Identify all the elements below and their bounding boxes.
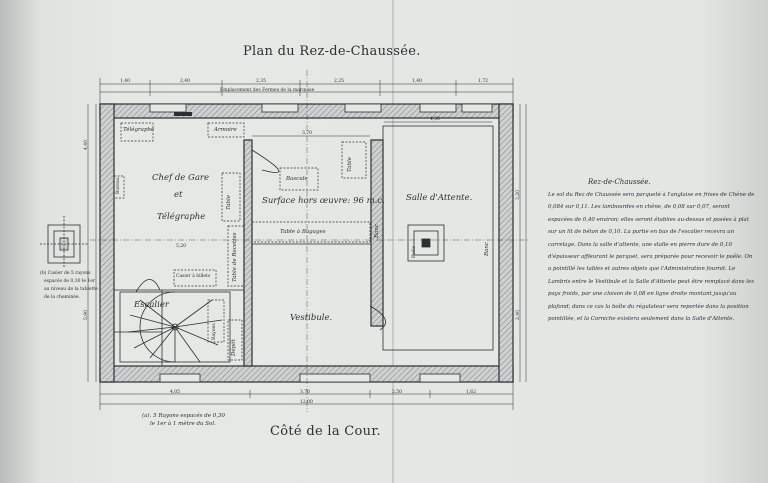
label-armoire: Armoire	[214, 127, 237, 133]
plan-title: Plan du Rez-de-Chaussée.	[243, 44, 421, 59]
dim-bot-total: 12,00	[300, 400, 313, 405]
interior-lines	[113, 117, 500, 367]
room-salle-attente: Salle d'Attente.	[406, 193, 473, 203]
dim-inner-2: 4,30	[430, 117, 441, 122]
room-chef-line1: Chef de Gare	[152, 173, 209, 183]
room-chef-line3: Télégraphe	[157, 212, 206, 222]
detail-b-cabinet	[40, 216, 88, 268]
note-b-line1: (b) Casier de 5 rayons	[40, 271, 91, 276]
chimney-mark	[174, 112, 192, 116]
dim-bot-2: 3,70	[300, 390, 311, 395]
dim-side-1: 4,40	[84, 139, 89, 150]
label-casier-billets: Casier à billets	[176, 274, 211, 279]
dim-side-3: 3,20	[516, 189, 521, 200]
paper-fold	[392, 0, 394, 483]
stove-platform	[407, 224, 445, 262]
footer-title: Côté de la Cour.	[270, 424, 381, 439]
label-poele: Poële	[412, 245, 417, 258]
label-table: Table	[226, 194, 232, 210]
note-a-line1: (a). 5 Rayons espacés de 0,30	[142, 413, 225, 419]
surface-label: Surface hors œuvre: 96 m.c.	[262, 196, 385, 206]
furniture	[113, 122, 371, 361]
dim-side-2: 5,90	[84, 309, 89, 320]
wall-partition-office	[243, 139, 253, 367]
label-table-recettes: Table de Recettes	[232, 232, 238, 282]
room-chef-line2: et	[174, 190, 183, 200]
label-fermes: Emplacement des Fermes de la marquise	[220, 88, 315, 93]
dim-top-5: 1,40	[412, 79, 423, 84]
dim-inner-1: 3,70	[302, 131, 313, 136]
dim-side-4: 2,40	[516, 309, 521, 320]
window-openings	[149, 103, 493, 383]
description-body: Le sol du Rez de Chaussée sera parqueté …	[548, 192, 755, 323]
label-bureau: Bureau	[116, 177, 121, 194]
outer-walls	[99, 103, 514, 383]
label-depot: Dépôt	[231, 339, 237, 356]
note-b-line3: au niveau de la tablette	[44, 287, 98, 292]
label-table-bagages: Table à Bagages	[280, 229, 326, 235]
label-banc-1: Banc	[374, 224, 380, 238]
note-b-line4: de la cheminée.	[44, 295, 80, 300]
room-vestibule: Vestibule.	[290, 313, 333, 323]
note-b-line2: espacés de 0,30 le 1er	[44, 279, 96, 284]
dim-bot-3: 2,50	[392, 390, 403, 395]
dim-top-1: 1,40	[120, 79, 131, 84]
dim-top-6: 1,72	[478, 79, 489, 84]
dim-bot-1: 4,05	[170, 390, 181, 395]
note-a-line2: le 1er à 1 mètre du Sol.	[150, 421, 216, 427]
dim-top-4: 2,25	[334, 79, 345, 84]
description-heading: Rez-de-Chaussée.	[588, 178, 651, 186]
axis-lines	[90, 70, 530, 412]
wall-right	[498, 103, 514, 383]
room-escalier: Escalier	[134, 300, 169, 310]
dim-top-3: 2,35	[256, 79, 267, 84]
dim-top-2: 2,40	[180, 79, 191, 84]
label-rayons: Rayons	[212, 323, 217, 340]
wall-left	[99, 103, 115, 383]
dim-bot-4: 1,62	[466, 390, 477, 395]
label-telegraphe: Télégraphe	[123, 127, 155, 133]
label-bascule: Bascule	[286, 176, 308, 182]
dim-inner-3: 5,20	[176, 244, 187, 249]
label-banc-2: Banc	[484, 242, 490, 256]
label-table-vert: Table	[347, 156, 353, 172]
dimension-lines	[87, 78, 527, 410]
